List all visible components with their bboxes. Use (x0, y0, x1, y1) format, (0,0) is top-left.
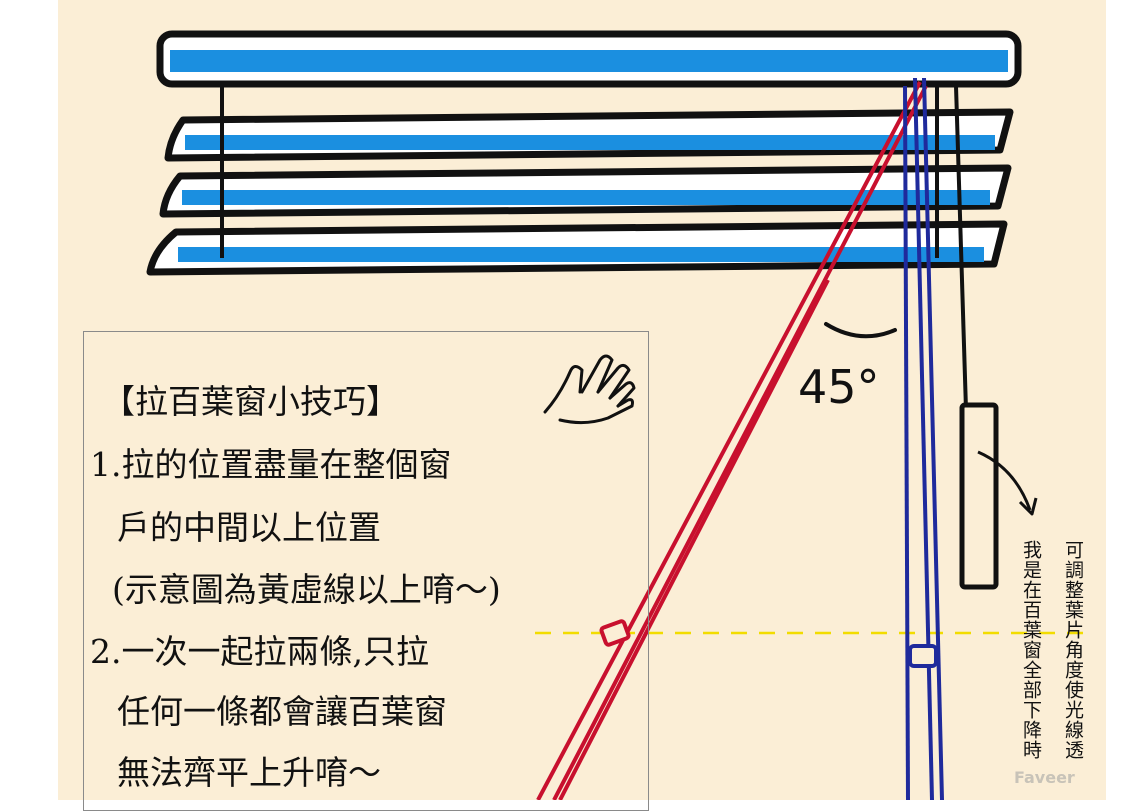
tips-title: 【拉百葉窗小技巧】 (102, 382, 399, 421)
lower-note: 我是在百葉窗全部下降時 (1020, 540, 1042, 760)
tip-line: 無法齊平上升唷～ (117, 753, 381, 792)
tilt-note: 可調整葉片角度使光線透 (1062, 540, 1084, 760)
watermark: Faveer (1014, 768, 1075, 787)
curved-arrow-icon (977, 450, 1038, 516)
hand-icon (543, 354, 636, 425)
angle-arc (824, 322, 897, 339)
angle-label: 45° (798, 360, 880, 414)
slat (164, 108, 1014, 162)
tips-box: 【拉百葉窗小技巧】 1.拉的位置盡量在整個窗 戶的中間以上位置 (示意圖為黃虛線… (83, 331, 649, 811)
tilt-cord[interactable] (903, 77, 944, 800)
tip-line: 2.一次一起拉兩條,只拉 (90, 632, 429, 671)
slat (159, 164, 1012, 218)
cord-stopper (908, 644, 938, 668)
tip-line: (示意圖為黃虛線以上唷～) (112, 570, 501, 609)
tip-line: 戶的中間以上位置 (117, 508, 381, 547)
tip-line: 1.拉的位置盡量在整個窗 (90, 445, 452, 484)
slat (146, 220, 1008, 276)
tilt-wand[interactable] (954, 85, 999, 590)
headrail-blue-stripe (170, 50, 1008, 72)
pull-cord[interactable] (536, 81, 928, 800)
tip-line: 任何一條都會讓百葉窗 (117, 692, 447, 731)
cord-stopper (599, 619, 631, 647)
